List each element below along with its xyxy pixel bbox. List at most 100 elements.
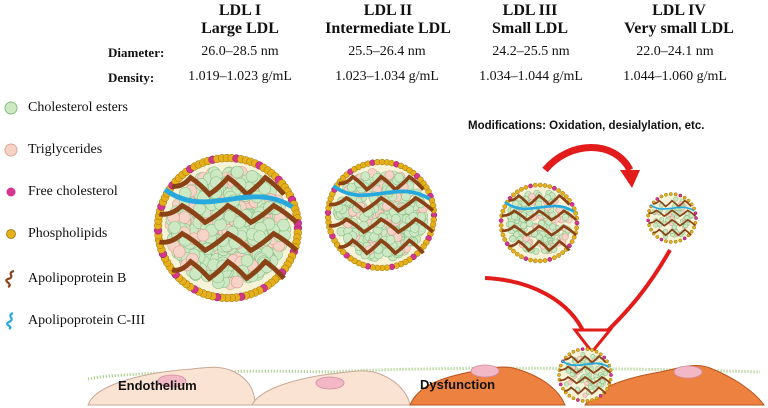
free-cholesterol: [655, 197, 660, 201]
diameter-value: 24.2–25.5 nm: [492, 44, 570, 59]
phospholipid: [655, 235, 660, 239]
cholesterol-ester: [673, 196, 679, 202]
phospholipid: [557, 373, 561, 377]
cholesterol-ester: [565, 368, 571, 374]
cholesterol-ester: [588, 385, 594, 391]
legend-cholesterol-esters: Cholesterol esters: [4, 100, 128, 116]
phospholipid: [573, 211, 579, 216]
phospholipid: [571, 396, 576, 401]
cholesterol-ester: [342, 233, 353, 243]
apolipoprotein-c3: [504, 201, 575, 213]
apolipoprotein-b: [328, 216, 435, 235]
diameter-value: 25.5–26.4 nm: [348, 44, 426, 59]
apolipoprotein-b: [328, 195, 435, 214]
column-name: Large LDL: [201, 20, 279, 37]
phospholipid: [686, 198, 691, 203]
free-cholesterol: [609, 373, 613, 377]
phospholipid: [590, 348, 594, 352]
phospholipid: [567, 352, 572, 357]
ldl-particles: [153, 153, 698, 403]
phospholipid: [585, 347, 590, 351]
apolipoprotein-b: [171, 258, 286, 282]
phospholipid: [647, 223, 651, 228]
phospholipid: [542, 258, 548, 263]
cholesterol-ester: [509, 235, 517, 243]
column-header-ldl-4: LDL IV Very small LDL: [604, 2, 754, 38]
phospholipid: [519, 254, 524, 260]
phospholipid: [605, 359, 609, 364]
apolipoprotein-b: [652, 199, 692, 208]
column-roman: LDL III: [502, 2, 558, 19]
cholesterol-ester: [245, 170, 259, 183]
dysfunction-label: Dysfunction: [420, 377, 496, 392]
apolipoprotein-b: [648, 209, 697, 218]
legend-label: Free cholesterol: [28, 184, 118, 199]
density-value: 1.044–1.060 g/mL: [623, 69, 727, 84]
modified-ldl-particle: [557, 347, 613, 403]
phospholipid: [560, 250, 566, 256]
apolipoprotein-b: [158, 230, 299, 254]
legend-label: Apolipoprotein C-III: [28, 313, 146, 328]
magenta-dot-icon: [6, 187, 16, 197]
cholesterol-ester: [277, 218, 290, 232]
phospholipid: [598, 352, 603, 357]
phospholipid: [678, 238, 683, 243]
cholesterol-ester: [600, 379, 606, 385]
cholesterol-ester: [580, 352, 586, 358]
phospholipid: [511, 248, 516, 254]
phospholipid: [668, 192, 673, 196]
phospholipid: [537, 258, 543, 264]
yellow-dot-icon: [6, 229, 16, 239]
cholesterol-ester: [575, 386, 581, 392]
legend-label: Apolipoprotein B: [28, 271, 127, 286]
free-cholesterol: [659, 237, 664, 242]
phospholipid: [682, 195, 687, 200]
phospholipid: [547, 184, 553, 189]
density-value: 1.019–1.023 g/mL: [188, 69, 292, 84]
pink-sphere-icon: [4, 143, 18, 157]
phospholipid: [498, 223, 504, 228]
apolipoprotein-c3: [649, 204, 695, 212]
triglyceride: [567, 379, 573, 385]
free-cholesterol: [523, 256, 529, 262]
free-cholesterol: [547, 257, 553, 262]
phospholipid: [514, 189, 520, 195]
modifications-label: Modifications: Oxidation, desialylation,…: [468, 120, 705, 132]
free-cholesterol: [682, 236, 687, 241]
phospholipid: [558, 363, 563, 368]
phospholipid: [664, 192, 668, 197]
triglyceride: [384, 170, 395, 180]
phospholipid: [594, 396, 599, 401]
phospholipid: [673, 192, 678, 197]
cholesterol-ester: [653, 222, 659, 228]
column-name: Very small LDL: [624, 20, 734, 37]
legend-label: Triglycerides: [28, 142, 103, 157]
blue-ribbon-icon: [6, 312, 14, 330]
triglyceride: [528, 192, 536, 200]
phospholipid: [533, 182, 538, 188]
density-value: 1.023–1.034 g/mL: [335, 69, 439, 84]
column-header-ldl-1: LDL I Large LDL: [170, 2, 310, 38]
phospholipid: [693, 220, 698, 225]
phospholipid: [608, 377, 613, 382]
arrow-to-endothelium-right: [598, 249, 672, 340]
phospholipid: [594, 349, 599, 354]
phospholipid: [523, 184, 529, 190]
phospholipid: [533, 258, 538, 264]
free-cholesterol: [567, 243, 572, 249]
cholesterol-ester: [520, 222, 528, 230]
cholesterol-ester: [230, 165, 244, 179]
apolipoprotein-b: [559, 375, 612, 385]
cholesterol-ester: [671, 224, 677, 230]
legend-free-cholesterol: Free cholesterol: [4, 184, 118, 200]
diameter-label: Diameter:: [108, 45, 165, 60]
cell-nucleus: [315, 376, 345, 390]
free-cholesterol: [678, 193, 683, 198]
phospholipid: [664, 239, 668, 244]
cholesterol-ester: [590, 353, 596, 359]
phospholipid: [590, 398, 594, 402]
cholesterol-ester: [593, 373, 599, 379]
free-cholesterol: [574, 220, 580, 226]
phospholipid: [668, 240, 673, 244]
